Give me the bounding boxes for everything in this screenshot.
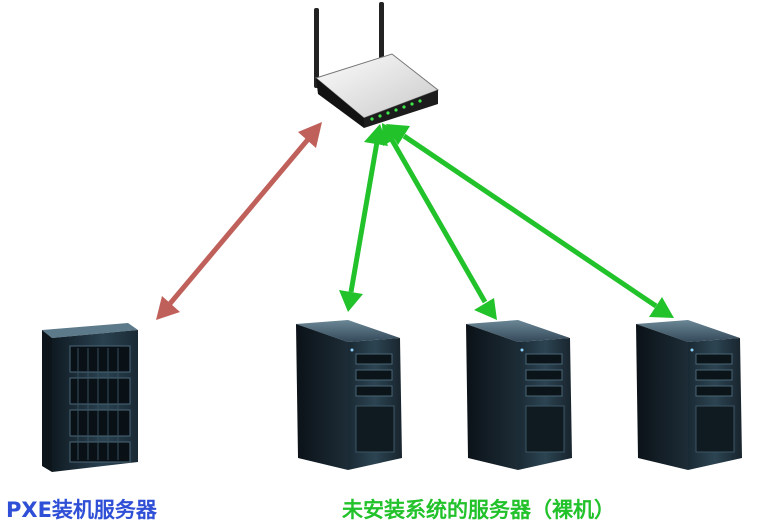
rack-server-icon [42, 323, 138, 472]
bare-link-arrow-2 [382, 123, 497, 320]
tower-server-icon-1 [296, 320, 402, 470]
bare-metal-label: 未安装系统的服务器（裸机） [342, 498, 615, 522]
bare-link-arrow-3 [386, 124, 674, 318]
wireless-router-icon [314, 2, 440, 128]
pxe-link-arrow [156, 122, 322, 320]
pxe-server-label: PXE装机服务器 [6, 498, 157, 522]
tower-server-icon-3 [636, 320, 742, 470]
tower-server-icon-2 [466, 320, 572, 470]
bare-link-arrow-1 [339, 124, 388, 312]
